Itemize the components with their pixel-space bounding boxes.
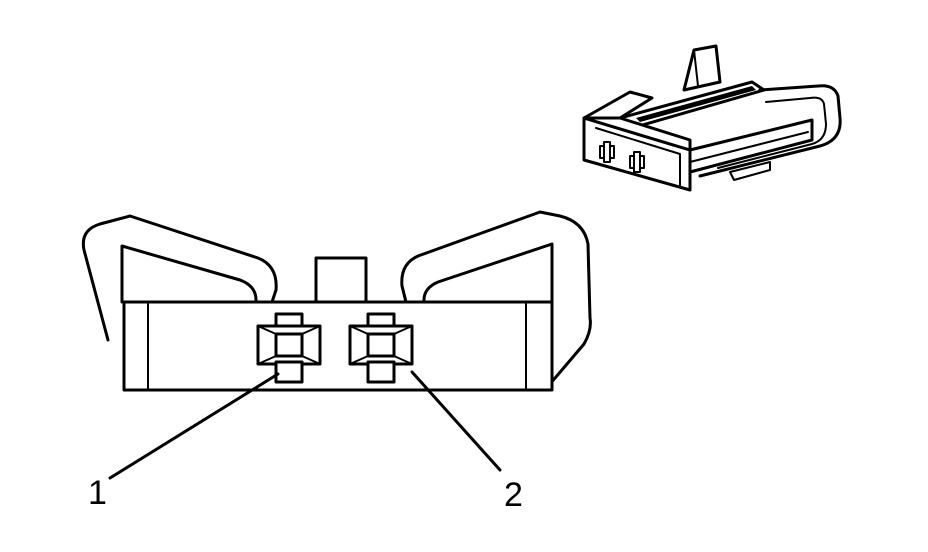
iso-body-top: [582, 116, 692, 152]
left-latch-loop-inner: [120, 244, 258, 304]
right-latch-loop-outer: [400, 210, 592, 386]
callout-label-1: 1: [88, 474, 107, 512]
terminal-cavity-1: [256, 312, 322, 384]
connector-front-view: 1 2: [81, 210, 592, 514]
iso-terminal-cavity-1: [599, 141, 615, 163]
callout-label-2: 2: [504, 476, 523, 514]
leader-line-1: [108, 372, 280, 480]
connector-body: [122, 300, 554, 392]
iso-latch-loop-outer: [698, 84, 842, 178]
release-lever: [682, 44, 722, 92]
left-latch-loop-outer: [81, 214, 278, 342]
terminal-cavity-2: [348, 312, 414, 384]
leader-line-2: [410, 370, 502, 472]
right-latch-loop-inner: [422, 242, 554, 304]
iso-latch-loop-inner: [717, 96, 827, 169]
locking-tab: [314, 256, 368, 304]
connector-isometric-view: [582, 44, 842, 192]
iso-terminal-cavity-2: [629, 151, 645, 173]
